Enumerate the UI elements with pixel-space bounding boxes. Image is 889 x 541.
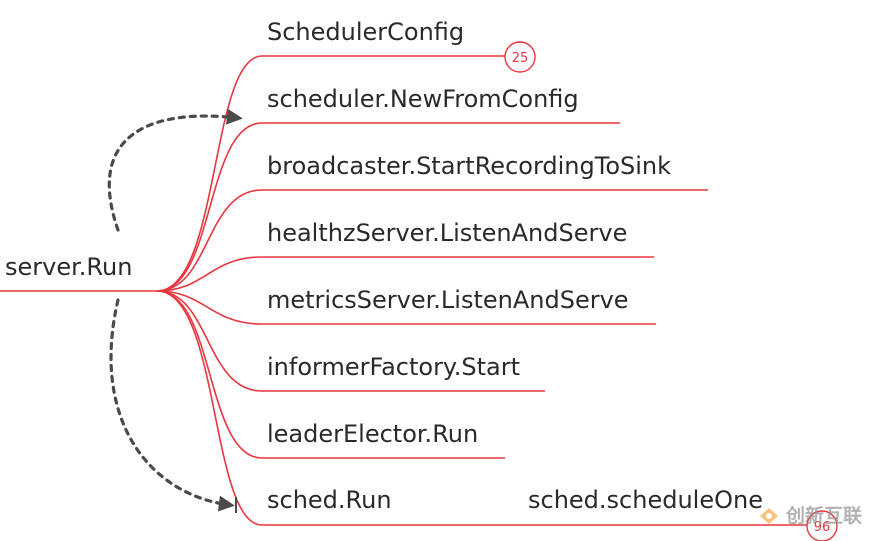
root-node-label[interactable]: server.Run — [5, 253, 132, 281]
branch-informer-factory[interactable]: informerFactory.Start — [156, 290, 545, 392]
branch-label: broadcaster.StartRecordingToSink — [267, 152, 671, 180]
branch-broadcaster-start-recording[interactable]: broadcaster.StartRecordingToSink — [156, 152, 708, 292]
branch-label: scheduler.NewFromConfig — [267, 85, 579, 113]
branch-curve — [156, 290, 545, 392]
branch-healthz-server[interactable]: healthzServer.ListenAndServe — [156, 219, 654, 292]
count-badge — [504, 41, 536, 73]
branch-curve — [156, 290, 808, 526]
branch-label: healthzServer.ListenAndServe — [267, 219, 627, 247]
count-badge — [806, 510, 838, 541]
branch-curve — [156, 189, 708, 292]
branch-curve — [156, 290, 505, 459]
branch-label: informerFactory.Start — [267, 353, 520, 381]
branch-list: SchedulerConfig 25 scheduler.NewFromConf… — [156, 18, 838, 541]
watermark-icon-dot — [766, 513, 772, 519]
branch-label: metricsServer.ListenAndServe — [267, 286, 629, 314]
count-badge-label: 25 — [512, 51, 529, 66]
relationship-arrows — [107, 108, 243, 513]
branch-metrics-server[interactable]: metricsServer.ListenAndServe — [156, 286, 656, 325]
branch-label: SchedulerConfig — [267, 18, 464, 46]
branch-curve — [156, 55, 505, 292]
branch-sched-run[interactable]: sched.Run sched.scheduleOne 96 — [156, 290, 838, 541]
child-node-label[interactable]: sched.scheduleOne — [528, 486, 763, 514]
branch-curve — [156, 290, 656, 325]
branch-scheduler-config[interactable]: SchedulerConfig 25 — [156, 18, 536, 292]
count-badge-label: 96 — [814, 520, 831, 535]
dashed-arrow-to-sched-run — [109, 298, 235, 512]
branch-leader-elector[interactable]: leaderElector.Run — [156, 290, 505, 459]
watermark-logo: 创新互联 — [760, 504, 862, 527]
branch-curve — [156, 256, 654, 292]
watermark-text: 创新互联 — [785, 504, 862, 527]
branch-scheduler-new-from-config[interactable]: scheduler.NewFromConfig — [156, 85, 620, 292]
branch-curve — [156, 122, 620, 292]
branch-label: leaderElector.Run — [267, 420, 478, 448]
branch-label: sched.Run — [267, 486, 392, 514]
dashed-arrow-to-new-from-config — [107, 108, 243, 232]
